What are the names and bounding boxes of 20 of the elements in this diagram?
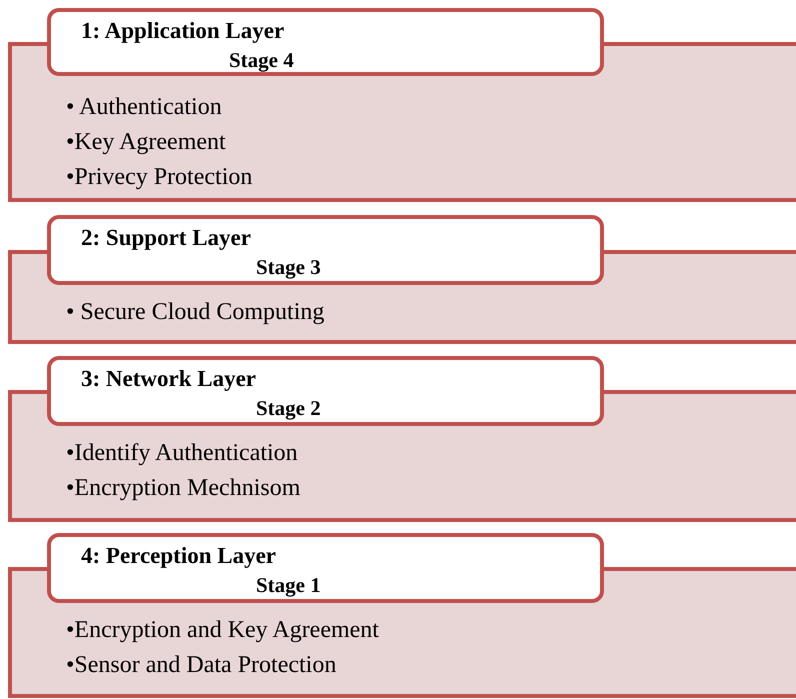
list-item: •Privecy Protection	[66, 163, 252, 192]
layer-title: 3: Network Layer	[81, 366, 256, 392]
list-item: •Key Agreement	[66, 128, 227, 157]
layer-title: 2: Support Layer	[81, 225, 251, 251]
layer-title: 4: Perception Layer	[81, 543, 276, 569]
stage-label: Stage 3	[256, 255, 321, 280]
list-item: •Encryption and Key Agreement	[66, 616, 379, 645]
list-item: • Authentication	[66, 93, 223, 122]
layer-title: 1: Application Layer	[81, 18, 284, 44]
layer-header-box	[47, 215, 604, 285]
list-item: • Secure Cloud Computing	[66, 298, 324, 327]
list-item: •Encryption Mechnisom	[66, 474, 300, 503]
layer-header-box	[47, 8, 604, 76]
layer-header-box	[47, 533, 604, 603]
list-item: •Sensor and Data Protection	[66, 651, 338, 680]
layer-header-box	[47, 356, 604, 426]
stage-label: Stage 2	[256, 396, 321, 421]
list-item: •Identify Authentication	[66, 439, 299, 468]
stage-label: Stage 4	[229, 48, 294, 73]
stage-label: Stage 1	[256, 573, 321, 598]
